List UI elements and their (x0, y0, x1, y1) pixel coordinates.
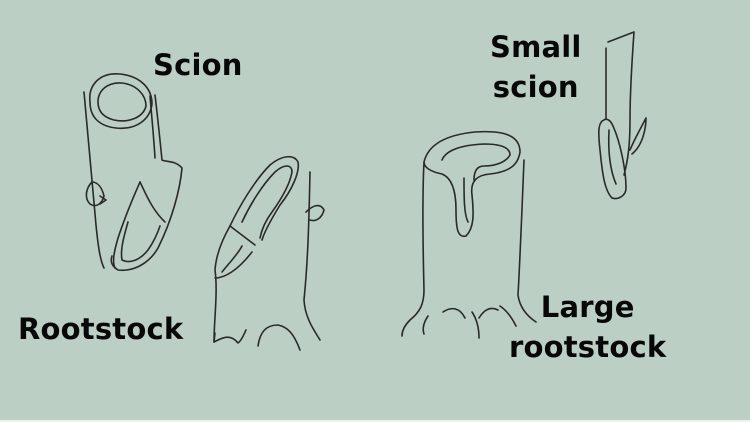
small-scion-label-line-2: scion (492, 70, 579, 104)
small-scion-label-line-1: Small (490, 30, 582, 64)
scion-label: Scion (153, 45, 243, 85)
rootstock-label: Rootstock (18, 309, 183, 349)
scion-label-text: Scion (153, 48, 243, 82)
large-rootstock-label-line-2: rootstock (509, 330, 667, 364)
large-rootstock-sketch (401, 130, 537, 339)
rootstock-sketch (213, 155, 325, 351)
small-scion-label: Small scion (490, 27, 582, 107)
small-scion-sketch (598, 31, 647, 200)
large-rootstock-label-line-1: Large (540, 290, 635, 324)
scion-sketch (83, 73, 183, 272)
large-rootstock-label: Large rootstock (509, 287, 666, 367)
rootstock-label-text: Rootstock (18, 312, 184, 346)
